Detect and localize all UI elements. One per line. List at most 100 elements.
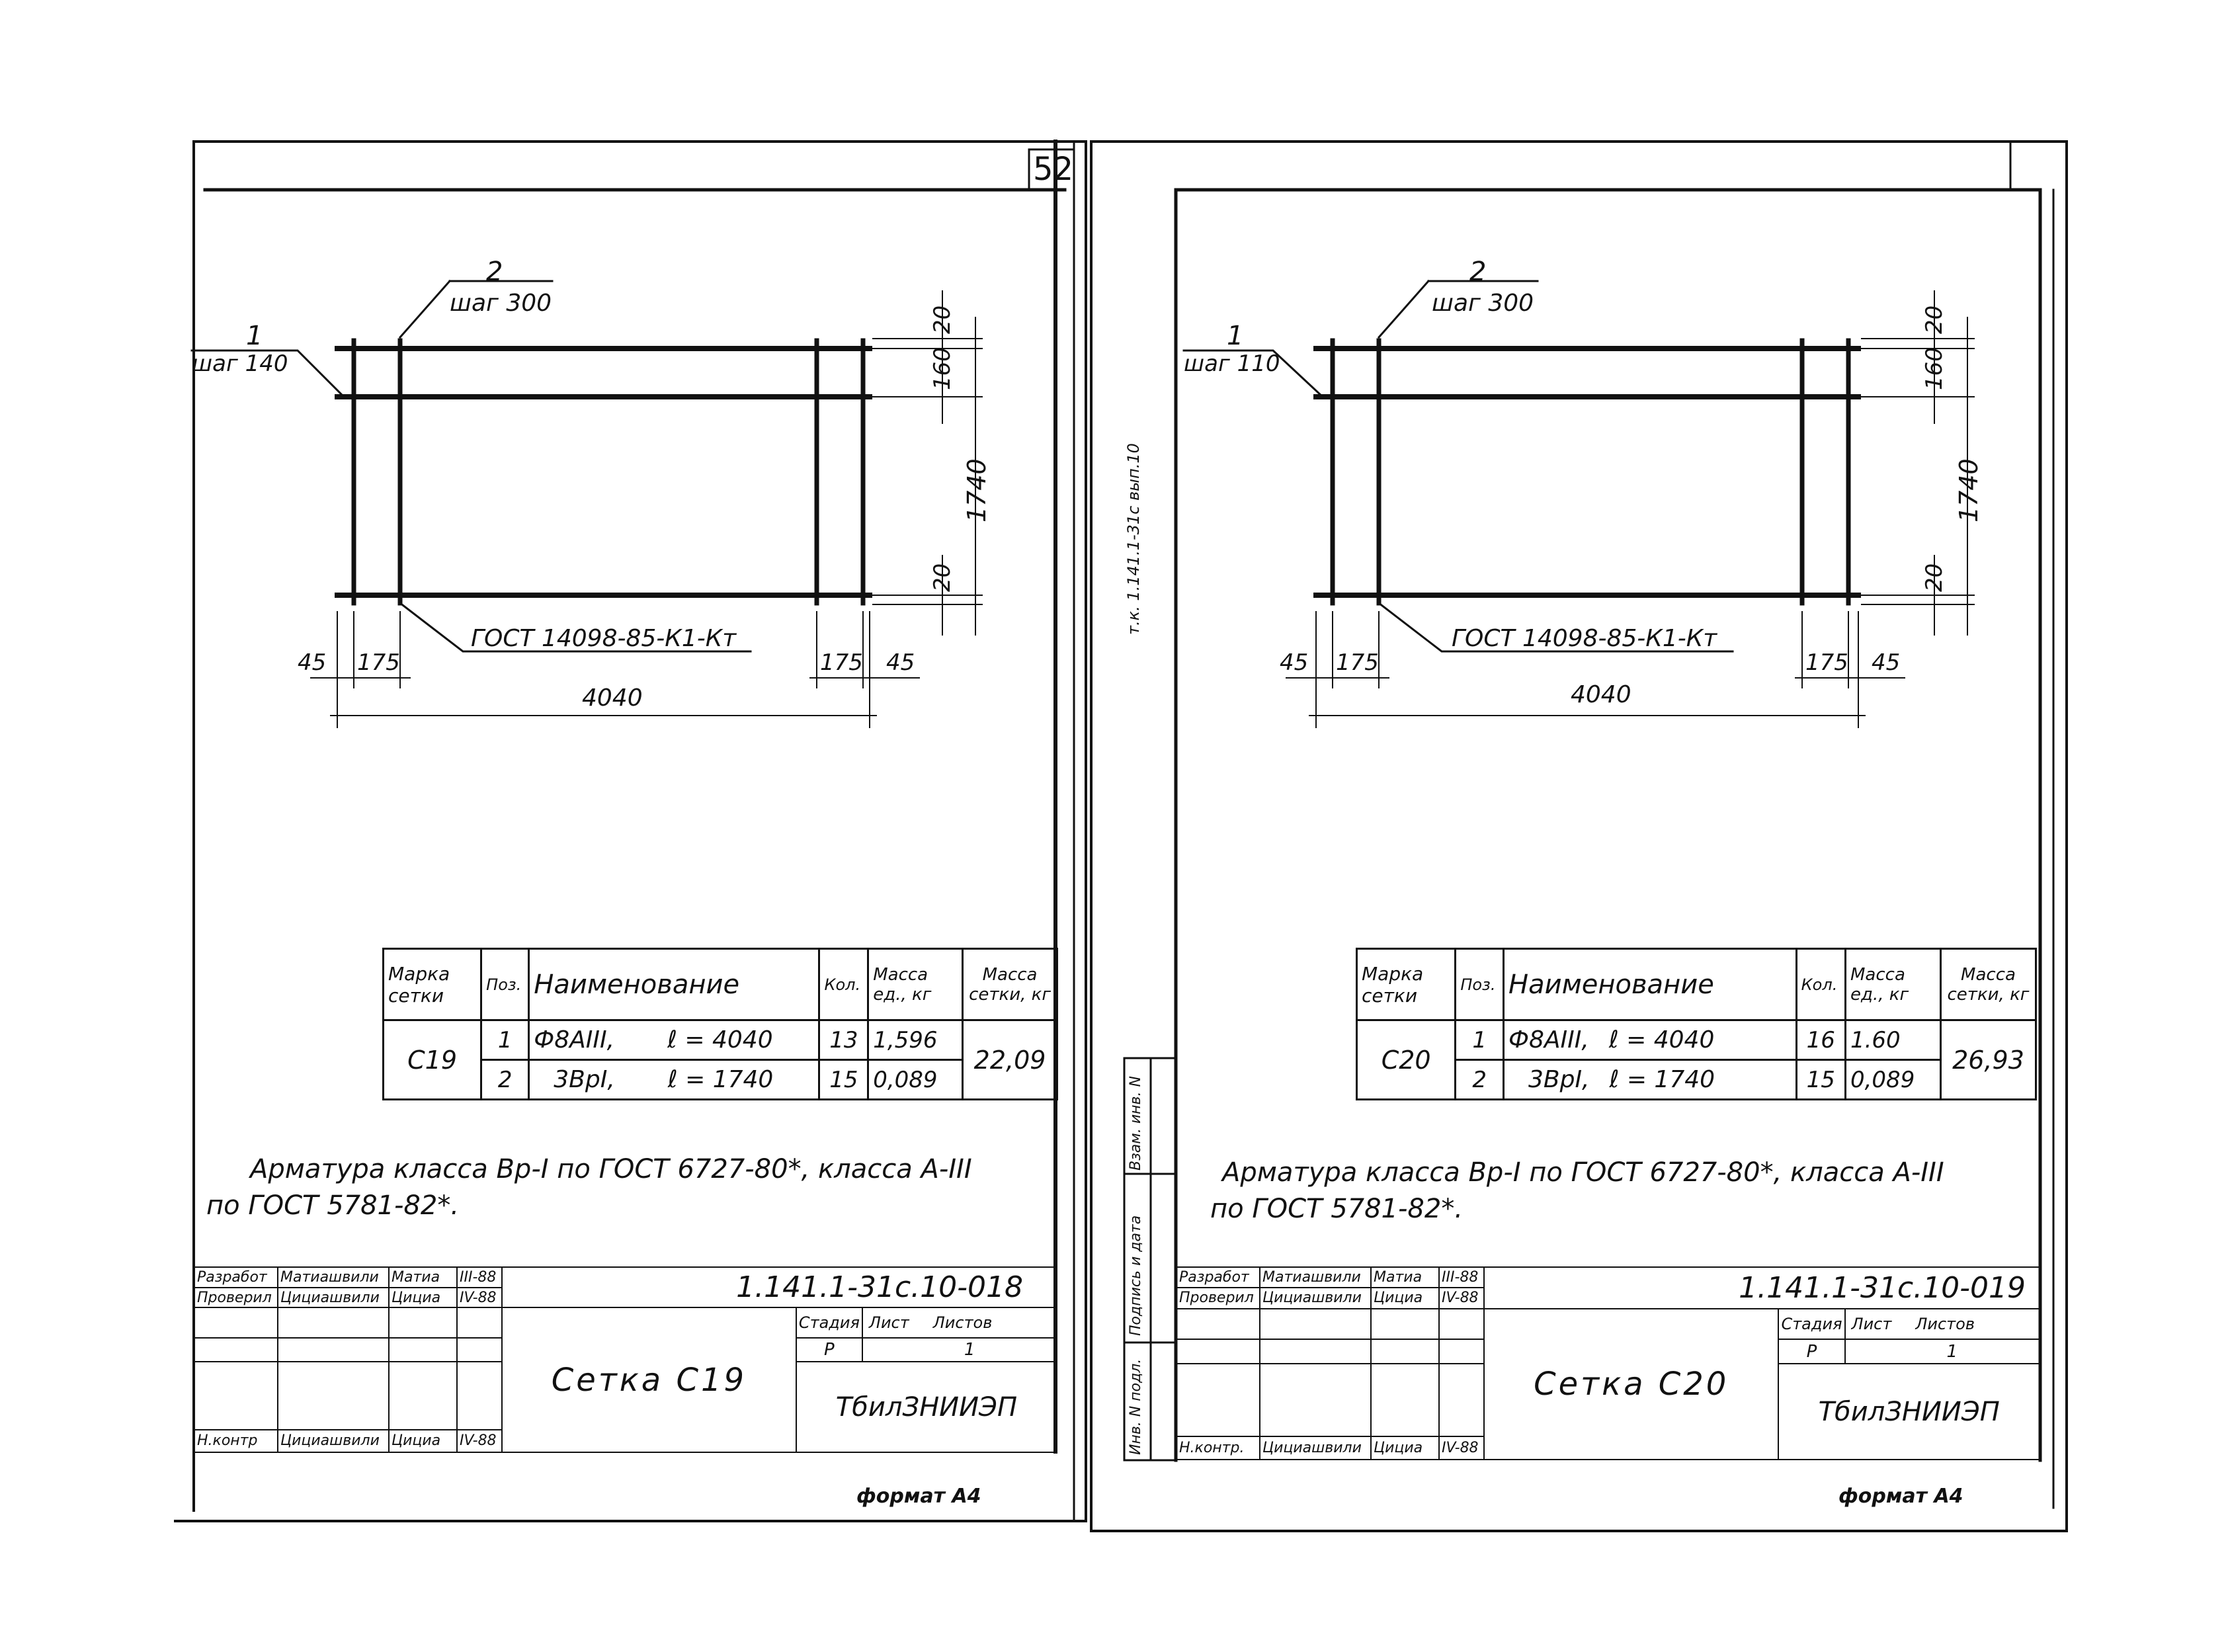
dim-right-175: 175 <box>820 649 863 676</box>
sheets-value: 1 <box>964 1340 975 1360</box>
sheet-title: Сетка С20 <box>1483 1307 1780 1461</box>
role-cell: Н.контр. <box>1176 1436 1260 1460</box>
header-qty: Кол. <box>818 948 870 1021</box>
pos2-number: 2 <box>1469 257 1487 287</box>
role-cell: Проверил <box>1176 1287 1260 1309</box>
name-cell <box>277 1307 390 1339</box>
row-qty: 15 <box>1795 1059 1846 1100</box>
signature-cell <box>1370 1338 1440 1365</box>
reinforcement-note-line1: Арматура класса Вр-I по ГОСТ 6727-80*, к… <box>250 1154 972 1184</box>
sheet-values: 1 <box>1844 1338 2041 1365</box>
row-name: Ф8АIII, ℓ = 4040 <box>528 1019 821 1061</box>
reinforcement-note-line2: по ГОСТ 5781-82*. <box>206 1190 460 1221</box>
header-mark: Марка сетки <box>382 948 483 1021</box>
role-cell <box>1176 1363 1260 1438</box>
name-cell: Матиашвили <box>1259 1266 1372 1289</box>
sheet-labels: Лист Листов <box>861 1307 1058 1339</box>
name-cell <box>1259 1307 1372 1340</box>
organization: ТбилЗНИИЭП <box>795 1361 1058 1453</box>
role-cell: Разработ <box>194 1266 278 1288</box>
dim-160: 160 <box>1921 347 1948 390</box>
header-mesh-mass: Масса сетки, кг <box>1939 948 2038 1021</box>
bar-length: ℓ = 4040 <box>667 1026 773 1053</box>
signature-cell <box>1370 1363 1440 1438</box>
gost-note: ГОСТ 14098-85-К1-Кт <box>1452 625 1717 652</box>
row-name: 3ВрI,ℓ = 1740 <box>528 1059 821 1100</box>
row-unit-mass: 0,089 <box>867 1059 964 1100</box>
signature-cell: Цициа <box>388 1428 458 1454</box>
date-cell <box>1438 1338 1485 1365</box>
signature-cell: Матиа <box>1370 1266 1440 1289</box>
dim-top-20: 20 <box>929 305 956 334</box>
pos1-step: шаг 140 <box>192 351 288 377</box>
name-cell <box>277 1361 390 1430</box>
header-pos: Поз. <box>1454 948 1505 1021</box>
dim-right-45: 45 <box>1872 649 1901 676</box>
pos2-step: шаг 300 <box>1432 290 1534 317</box>
header-name: Наименование <box>528 948 821 1021</box>
dim-bottom-20: 20 <box>1921 563 1948 592</box>
sheets-label: Листов <box>1915 1314 1975 1333</box>
dim-left-45: 45 <box>298 649 327 676</box>
format-label: формат А4 <box>1838 1485 1963 1508</box>
name-cell: Цициашвили <box>1259 1287 1372 1309</box>
signature-cell <box>1370 1307 1440 1340</box>
margin-label-inv: Инв. N подл. <box>1128 1358 1144 1455</box>
role-cell: Разработ <box>1176 1266 1260 1289</box>
organization: ТбилЗНИИЭП <box>1778 1363 2040 1460</box>
sheet-values: 1 <box>861 1337 1058 1363</box>
reinforcement-note-line2: по ГОСТ 5781-82*. <box>1210 1194 1464 1224</box>
bar-name: Ф8АIII, <box>1508 1026 1589 1053</box>
sheets-label: Листов <box>932 1313 993 1333</box>
stage-label: Стадия <box>795 1307 863 1339</box>
date-cell <box>1438 1307 1485 1340</box>
date-cell: IV-88 <box>456 1286 503 1309</box>
pos1-number: 1 <box>1227 321 1244 351</box>
mesh-mass: 22,09 <box>962 1019 1058 1100</box>
spec-table-c20: Марка сетки Поз. Наименование Кол. Масса… <box>1355 948 2038 1100</box>
date-cell <box>456 1307 503 1339</box>
header-mark: Марка сетки <box>1355 948 1457 1021</box>
bar-length: ℓ = 4040 <box>1608 1026 1715 1053</box>
signature-cell <box>388 1307 458 1339</box>
spec-table-c19: Марка сетки Поз. Наименование Кол. Масса… <box>382 948 1058 1100</box>
dim-4040: 4040 <box>582 684 643 712</box>
signature-cell: Цициа <box>1370 1436 1440 1460</box>
date-cell <box>1438 1363 1485 1438</box>
stage-label: Стадия <box>1778 1307 1846 1340</box>
pos1-number: 1 <box>246 321 263 351</box>
signature-cell: Цициа <box>1370 1287 1440 1309</box>
name-cell: Цициашвили <box>277 1286 390 1309</box>
row-unit-mass: 1.60 <box>1844 1019 1942 1061</box>
bar-name: Ф8АIII, <box>534 1026 615 1053</box>
role-cell: Н.контр <box>194 1428 278 1454</box>
date-cell: III-88 <box>456 1266 503 1288</box>
margin-label-sign: Подпись и дата <box>1128 1215 1144 1336</box>
bar-length: ℓ = 1740 <box>1609 1066 1715 1093</box>
mesh-mark: С20 <box>1355 1019 1457 1100</box>
row-name: 3ВрI,ℓ = 1740 <box>1502 1059 1797 1100</box>
row-pos: 2 <box>480 1059 530 1100</box>
date-cell <box>456 1361 503 1430</box>
stage-value: Р <box>1778 1338 1846 1365</box>
pos1-step: шаг 110 <box>1184 351 1280 377</box>
pos2-step: шаг 300 <box>450 290 552 317</box>
dim-right-175: 175 <box>1805 649 1848 676</box>
sheet-label: Лист <box>868 1313 909 1333</box>
row-name: Ф8АIII, ℓ = 4040 <box>1502 1019 1797 1061</box>
page-number: 52 <box>1033 151 1074 188</box>
bar-name: 3ВрI, <box>554 1066 615 1093</box>
dim-right-45: 45 <box>886 649 915 676</box>
date-cell <box>456 1337 503 1363</box>
dim-left-175: 175 <box>1336 649 1379 676</box>
dim-4040: 4040 <box>1571 681 1631 708</box>
title-block-left: Разработ Матиашвили Матиа III-88 1.141.1… <box>194 1266 1058 1454</box>
dim-1740: 1740 <box>962 458 991 522</box>
dim-top-20: 20 <box>1921 305 1948 334</box>
row-pos: 1 <box>1454 1019 1505 1061</box>
role-cell <box>194 1307 278 1339</box>
header-mesh-mass: Масса сетки, кг <box>962 948 1058 1021</box>
role-cell <box>194 1337 278 1363</box>
sheets-value: 1 <box>1946 1341 1958 1362</box>
